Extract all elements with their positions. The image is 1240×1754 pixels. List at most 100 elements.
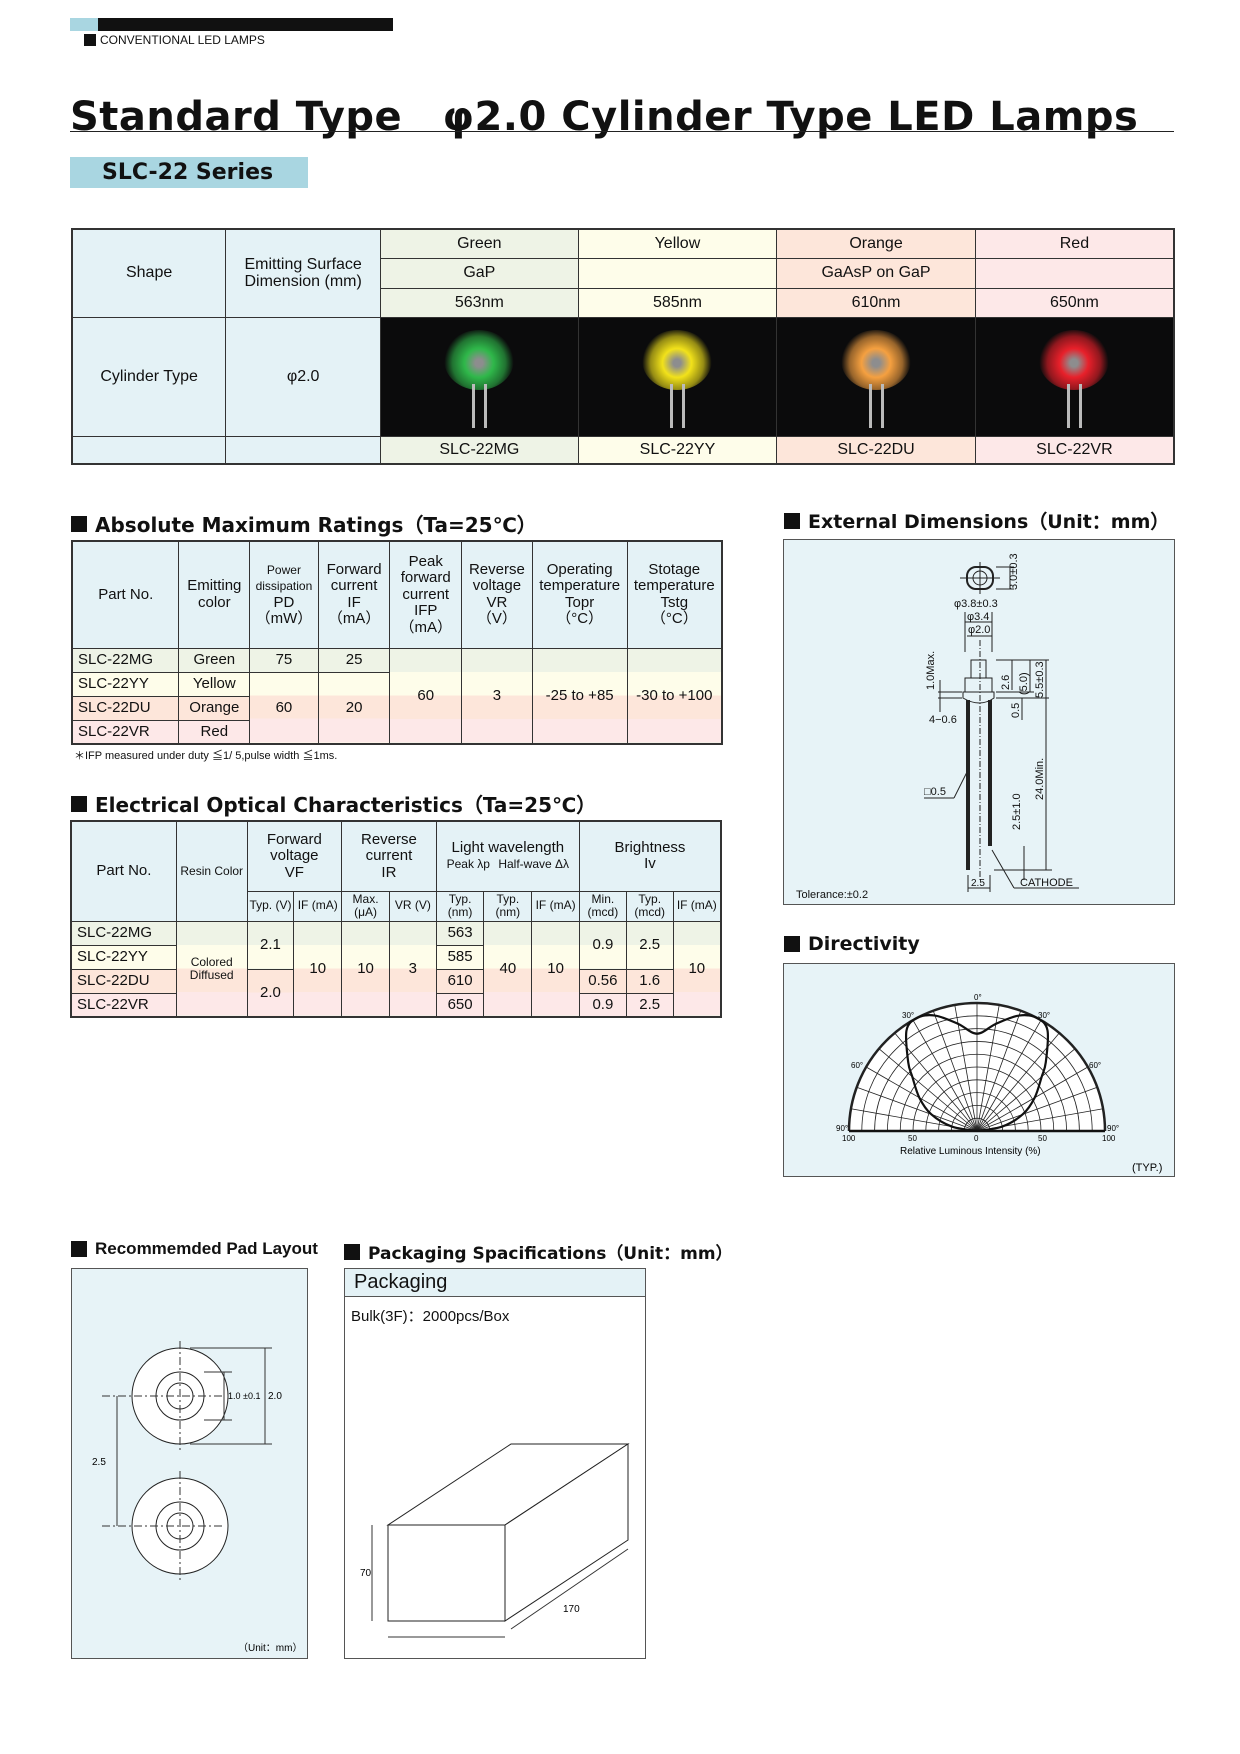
wl-if: 10 — [531, 920, 580, 1018]
abs-max-heading: Absolute Maximum Ratings（Ta=25℃） — [71, 509, 537, 538]
type-label: Cylinder Type — [71, 316, 227, 437]
angle-label: 60° — [851, 1061, 863, 1070]
dim-square: □0.5 — [924, 786, 946, 798]
tick-label: 100 — [1102, 1134, 1116, 1143]
directivity-heading: Directivity — [784, 933, 920, 955]
symbol: VR — [486, 593, 508, 611]
x-axis-label: Relative Luminous Intensity (%) — [900, 1146, 1041, 1157]
part: SLC-22VR — [70, 992, 177, 1018]
dim-3-4: φ3.4 — [967, 611, 989, 623]
part-number: SLC-22VR — [974, 435, 1175, 465]
vf: 2.0 — [246, 968, 295, 1018]
resin: Colored Diffused — [175, 920, 248, 1018]
col-part: Part No. — [71, 540, 180, 649]
part: SLC-22MG — [71, 647, 180, 673]
box-drawing: 70 100 170 — [360, 1443, 630, 1638]
pad-layout-drawing: 1.0 ±0.1 2.0 2.5 （Unit：mm） — [92, 1341, 302, 1654]
symbol: PD — [273, 593, 295, 611]
label: Stotage temperature — [633, 560, 715, 595]
blank — [225, 436, 382, 465]
angle-label: 30° — [902, 1011, 914, 1020]
typ-note: (TYP.) — [1132, 1162, 1162, 1174]
part: SLC-22VR — [71, 719, 180, 745]
heading-text: External Dimensions（Unit：mm） — [808, 511, 1170, 533]
tick-label: 50 — [1038, 1134, 1047, 1143]
led-glow — [841, 329, 912, 390]
material-gaasp: GaAsP on GaP — [776, 257, 976, 289]
led-glow — [1039, 329, 1110, 390]
part: SLC-22YY — [71, 671, 180, 697]
led-lead — [1079, 383, 1083, 428]
shape-header: Shape — [71, 228, 227, 318]
packaging-text: Bulk(3F)：2000pcs/Box — [351, 1308, 510, 1325]
color-green: Green — [380, 228, 579, 259]
heading-text: Electrical Optical Characteristics（Ta=25… — [95, 793, 597, 817]
peak: 585 — [435, 944, 485, 970]
min: 0.56 — [578, 968, 627, 994]
typ: 2.5 — [625, 992, 674, 1018]
wavelength: 610nm — [776, 287, 976, 318]
label: Peak forward current — [400, 552, 451, 603]
heading-text: Directivity — [808, 933, 920, 955]
dimension-drawing: 3.0±0.3 φ3.8±0.3 φ3.4 φ2.0 1.0Max. 2.6 (… — [796, 553, 1079, 901]
part: SLC-22DU — [71, 695, 180, 721]
dim-24: 24.0Min. — [1034, 758, 1046, 800]
ir: 10 — [341, 920, 390, 1018]
sub: IF (mA) — [293, 890, 343, 922]
peak: 563 — [435, 920, 485, 946]
label: Operating temperature — [539, 560, 621, 595]
part: SLC-22DU — [70, 968, 177, 994]
blank — [71, 436, 227, 465]
angle-label: 60° — [1089, 1061, 1101, 1070]
box-height: 70 — [360, 1568, 372, 1579]
part: SLC-22MG — [70, 920, 177, 946]
symbol: VF — [284, 863, 304, 881]
tstg: -30 to +100 — [626, 647, 723, 745]
square-bullet-icon — [71, 515, 87, 532]
grid-radial — [894, 1032, 978, 1132]
square-bullet-icon — [84, 34, 96, 46]
half: 40 — [483, 920, 533, 1018]
wavelength: 650nm — [974, 287, 1175, 318]
square-bullet-icon — [784, 936, 800, 952]
grid-radial — [976, 1066, 1089, 1132]
color-red: Red — [974, 228, 1175, 259]
header-bar — [70, 18, 393, 31]
label: Reverse voltage — [468, 560, 525, 595]
led-lead — [1067, 383, 1071, 428]
color: Orange — [178, 695, 251, 721]
table-row: SLC-22MG Colored Diffused 2.1 10 10 3 56… — [70, 920, 722, 1018]
grid-radial — [856, 1086, 978, 1132]
min: 0.9 — [578, 992, 627, 1018]
material-empty — [577, 257, 778, 289]
col-color: Emitting color — [178, 540, 251, 649]
series-badge: SLC-22 Series — [70, 157, 308, 188]
wavelength: 563nm — [380, 287, 579, 318]
led-lead — [670, 383, 674, 428]
sub: IF (mA) — [672, 890, 722, 922]
tick-label: 100 — [842, 1134, 856, 1143]
sub: Typ. (V) — [246, 890, 295, 922]
label: Brightness — [614, 838, 686, 856]
pad-dim-1: 1.0 ±0.1 — [228, 1391, 260, 1401]
half-wave: Half-wave Δλ — [498, 857, 570, 872]
iv-if: 10 — [672, 920, 722, 1018]
dim-5-0: (5.0) — [1018, 672, 1030, 695]
sub: Max. (μA) — [341, 890, 390, 922]
symbol: IF — [347, 593, 361, 611]
angle-label: 0° — [974, 993, 982, 1002]
square-bullet-icon — [344, 1243, 360, 1260]
part: SLC-22YY — [70, 944, 177, 970]
dim-1-0-max: 1.0Max. — [925, 651, 937, 690]
directivity-curve — [904, 1014, 1050, 1133]
ir-vr: 3 — [388, 920, 437, 1018]
heading-text: Recommemded Pad Layout — [95, 1239, 318, 1258]
typ: 1.6 — [625, 968, 674, 994]
material-empty — [974, 257, 1175, 289]
color-yellow: Yellow — [577, 228, 778, 259]
led-lead — [881, 383, 885, 428]
